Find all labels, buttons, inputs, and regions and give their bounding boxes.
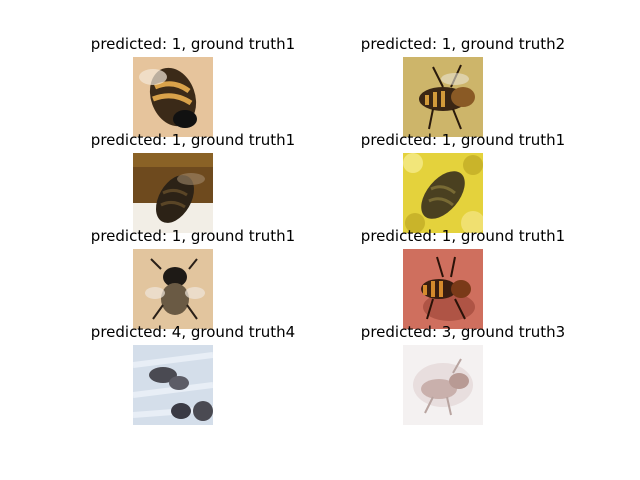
bee-image <box>403 249 483 329</box>
panel-5: predicted: 1, ground truth1 <box>58 227 328 329</box>
panel-caption: predicted: 1, ground truth1 <box>360 131 566 149</box>
panel-caption: predicted: 4, ground truth4 <box>90 323 296 341</box>
bee-image <box>403 57 483 137</box>
bee-image <box>133 345 213 425</box>
panel-1: predicted: 1, ground truth1 <box>58 35 328 137</box>
panel-4: predicted: 1, ground truth1 <box>328 131 598 233</box>
panel-3: predicted: 1, ground truth1 <box>58 131 328 233</box>
panel-6: predicted: 1, ground truth1 <box>328 227 598 329</box>
panel-2: predicted: 1, ground truth2 <box>328 35 598 137</box>
panel-caption: predicted: 3, ground truth3 <box>360 323 566 341</box>
bee-image <box>133 249 213 329</box>
bee-image <box>403 345 483 425</box>
panel-caption: predicted: 1, ground truth1 <box>90 227 296 245</box>
bee-image <box>133 57 213 137</box>
bee-image <box>403 153 483 233</box>
panel-caption: predicted: 1, ground truth1 <box>360 227 566 245</box>
panel-8: predicted: 3, ground truth3 <box>328 323 598 425</box>
panel-caption: predicted: 1, ground truth1 <box>90 35 296 53</box>
panel-caption: predicted: 1, ground truth1 <box>90 131 296 149</box>
bee-image <box>133 153 213 233</box>
panel-7: predicted: 4, ground truth4 <box>58 323 328 425</box>
panel-caption: predicted: 1, ground truth2 <box>360 35 566 53</box>
